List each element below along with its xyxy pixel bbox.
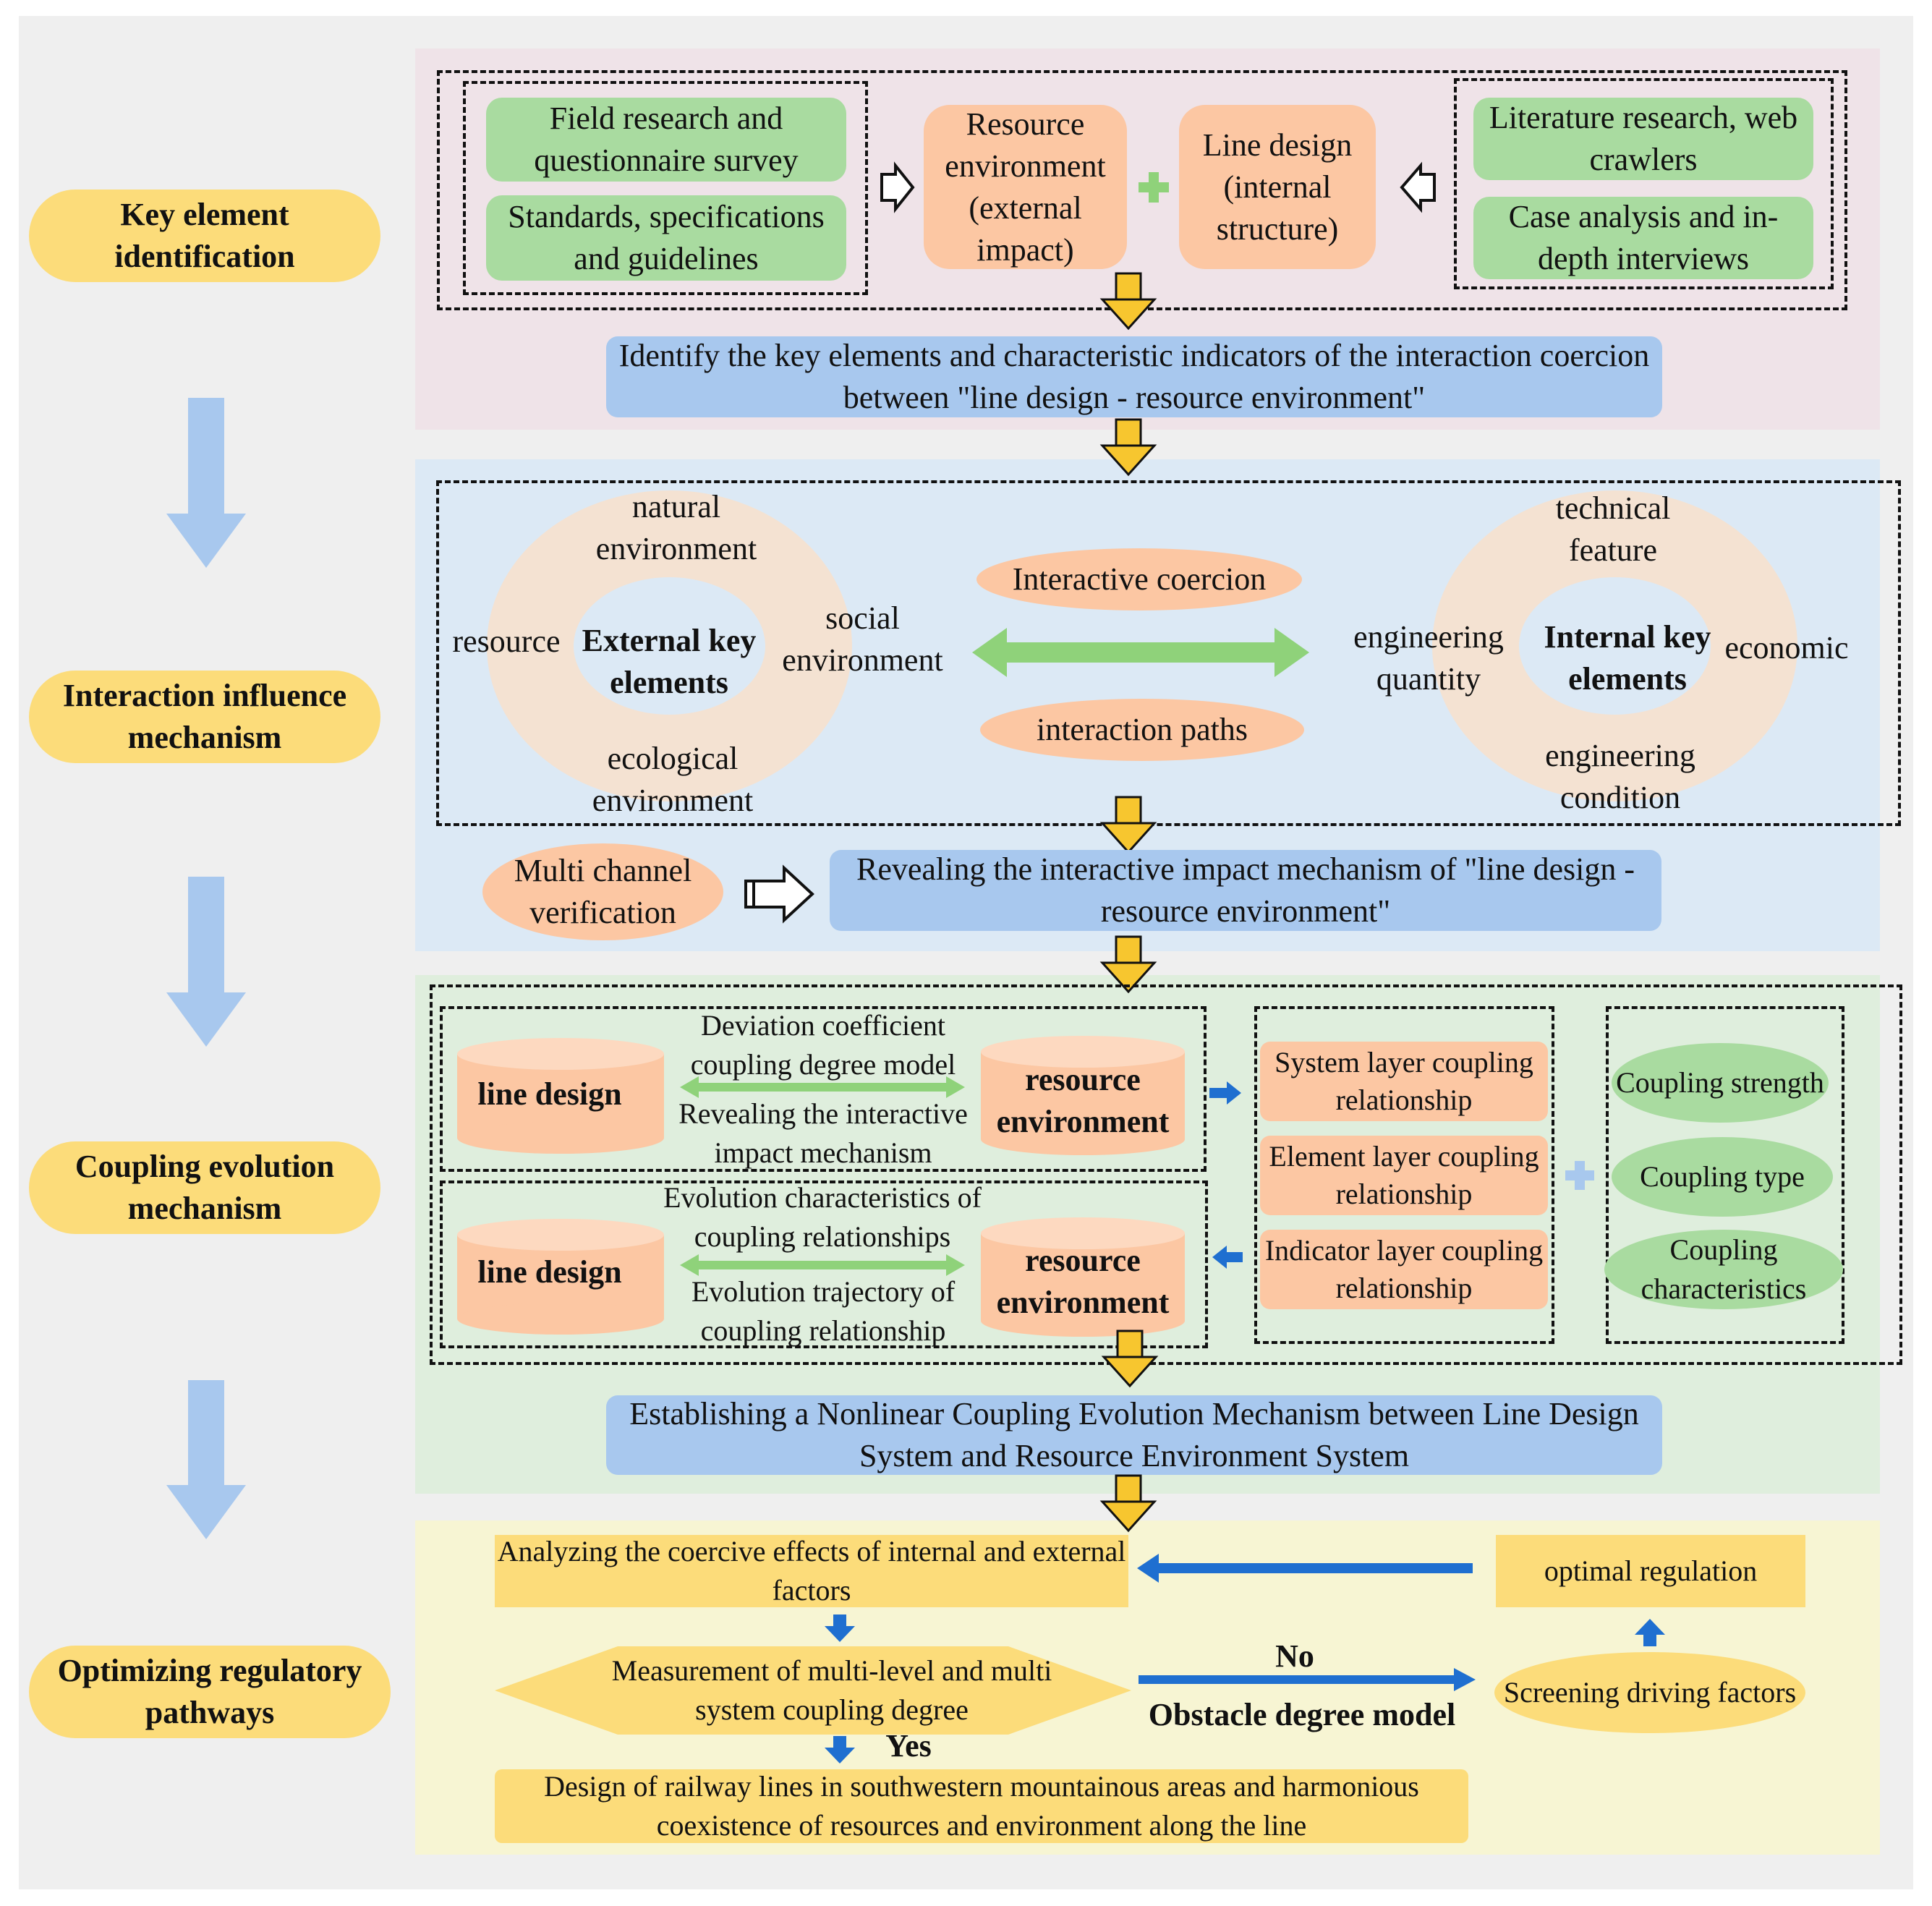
engineering-quantity: engineering quantity bbox=[1353, 619, 1504, 697]
stage-down-arrow-3 bbox=[166, 1380, 246, 1539]
upper-bottom-text: Revealing the interactive impact mechani… bbox=[678, 1097, 968, 1169]
s1-right-dashed bbox=[1454, 78, 1834, 289]
literature-research-box: Literature research, web crawlers bbox=[1473, 98, 1813, 180]
right-hollow-arrow-icon bbox=[880, 161, 915, 213]
s3-result-box: Establishing a Nonlinear Coupling Evolut… bbox=[606, 1395, 1662, 1475]
external-key-elements: External key elements bbox=[582, 623, 757, 700]
upper-double-arrow bbox=[680, 1076, 965, 1098]
coupling-type: Coupling type bbox=[1612, 1137, 1833, 1217]
resource-label: resource bbox=[452, 624, 561, 659]
multi-channel-verification: Multi channel verification bbox=[482, 843, 723, 940]
yellow-down-arrow-6 bbox=[1099, 1474, 1157, 1533]
optimal-regulation-box: optimal regulation bbox=[1496, 1535, 1805, 1607]
internal-key-elements: Internal key elements bbox=[1544, 619, 1711, 697]
resource-environment-cylinder-upper bbox=[981, 1036, 1185, 1155]
resource-environment-label-lower: resource environment bbox=[996, 1243, 1170, 1320]
s1-result-box: Identify the key elements and characteri… bbox=[606, 336, 1662, 417]
no-label: No bbox=[1275, 1638, 1314, 1674]
s3-lower-dashed bbox=[440, 1180, 1208, 1348]
s3-outer-dashed bbox=[430, 984, 1902, 1365]
s1-left-dashed bbox=[463, 81, 868, 295]
stage-coupling-evolution: Coupling evolution mechanism bbox=[29, 1141, 380, 1234]
analyzing-box: Analyzing the coercive effects of intern… bbox=[495, 1535, 1128, 1607]
element-layer-box: Element layer coupling relationship bbox=[1260, 1136, 1548, 1215]
line-design-cylinder-upper bbox=[457, 1038, 664, 1154]
s3-upper-dashed bbox=[440, 1006, 1207, 1172]
interactive-coercion: Interactive coercion bbox=[976, 548, 1302, 610]
measurement-text: Measurement of multi-level and multi sys… bbox=[611, 1654, 1052, 1726]
stage-key-element-identification: Key element identification bbox=[29, 190, 380, 282]
stage-down-arrow-1 bbox=[166, 398, 246, 568]
blue-left-arrow-icon bbox=[1212, 1246, 1243, 1269]
yellow-down-arrow-4 bbox=[1099, 935, 1157, 994]
stage-down-arrow-2 bbox=[166, 877, 246, 1047]
yellow-down-arrow-2 bbox=[1099, 418, 1157, 477]
indicator-layer-box: Indicator layer coupling relationship bbox=[1260, 1230, 1548, 1309]
lower-double-arrow bbox=[680, 1254, 965, 1276]
s2-result-box: Revealing the interactive impact mechani… bbox=[830, 850, 1661, 931]
line-design-label-upper: line design bbox=[477, 1076, 622, 1112]
yellow-down-arrow-3 bbox=[1099, 796, 1157, 854]
lower-top-text: Evolution characteristics of coupling re… bbox=[663, 1181, 982, 1253]
technical-feature: technical feature bbox=[1555, 490, 1671, 568]
left-hollow-arrow-icon bbox=[1400, 161, 1436, 213]
blue-down-arrow-small-2 bbox=[825, 1736, 855, 1764]
measurement-diamond bbox=[495, 1646, 1131, 1735]
blue-up-arrow-small bbox=[1635, 1619, 1665, 1646]
engineering-condition: engineering condition bbox=[1545, 738, 1695, 815]
yellow-down-arrow-5 bbox=[1101, 1329, 1159, 1388]
yellow-down-arrow-1 bbox=[1099, 272, 1157, 331]
natural-environment: natural environment bbox=[595, 489, 757, 566]
resource-environment-label-upper: resource environment bbox=[996, 1062, 1170, 1139]
line-design-cylinder-lower bbox=[457, 1219, 664, 1335]
s3-coupling-dashed bbox=[1606, 1006, 1844, 1344]
economic-label: economic bbox=[1724, 630, 1849, 665]
blue-right-long-arrow bbox=[1139, 1668, 1476, 1691]
coupling-strength: Coupling strength bbox=[1612, 1043, 1829, 1123]
coupling-characteristics: Coupling characteristics bbox=[1604, 1230, 1843, 1309]
double-arrow-green bbox=[972, 628, 1309, 677]
field-research-box: Field research and questionnaire survey bbox=[486, 98, 846, 182]
line-design-label-lower: line design bbox=[477, 1254, 622, 1290]
resource-environment-cylinder-lower bbox=[981, 1217, 1185, 1337]
resource-environment-box: Resource environment (external impact) bbox=[924, 105, 1127, 269]
final-design-box: Design of railway lines in southwestern … bbox=[495, 1769, 1468, 1843]
case-analysis-box: Case analysis and in-depth interviews bbox=[1473, 197, 1813, 279]
s3-layers-dashed bbox=[1254, 1006, 1554, 1344]
stage-interaction-influence: Interaction influence mechanism bbox=[29, 671, 380, 763]
stage-optimizing-pathways: Optimizing regulatory pathways bbox=[29, 1646, 391, 1738]
upper-top-text: Deviation coefficient coupling degree mo… bbox=[690, 1009, 956, 1081]
lower-bottom-text: Evolution trajectory of coupling relatio… bbox=[691, 1275, 956, 1347]
ecological-environment: ecological environment bbox=[592, 741, 754, 818]
obstacle-degree-model: Obstacle degree model bbox=[1148, 1697, 1456, 1732]
plus-icon-blue bbox=[1565, 1161, 1594, 1190]
screening-driving-factors: Screening driving factors bbox=[1494, 1652, 1805, 1733]
s2-dashed bbox=[436, 480, 1901, 826]
system-layer-box: System layer coupling relationship bbox=[1260, 1042, 1548, 1121]
yes-label: Yes bbox=[885, 1728, 932, 1764]
blue-down-arrow-small-1 bbox=[825, 1614, 855, 1642]
blue-left-long-arrow bbox=[1137, 1554, 1473, 1583]
standards-box: Standards, specifications and guidelines bbox=[486, 195, 846, 281]
interaction-paths: interaction paths bbox=[980, 699, 1304, 761]
social-environment: social environment bbox=[782, 600, 943, 678]
line-design-box: Line design (internal structure) bbox=[1179, 105, 1376, 269]
right-hollow-arrow-large-icon bbox=[744, 864, 814, 924]
blue-right-arrow-icon bbox=[1209, 1081, 1241, 1105]
plus-icon bbox=[1139, 172, 1169, 203]
